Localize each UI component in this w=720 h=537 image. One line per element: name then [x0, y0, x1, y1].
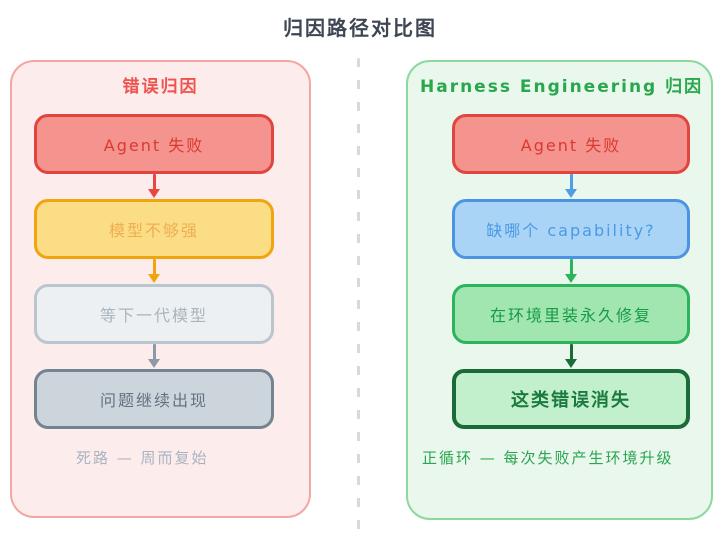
down-arrow-icon — [565, 344, 577, 369]
vertical-dashed-divider — [357, 58, 360, 536]
down-arrow-icon — [148, 344, 160, 369]
flow-box-label: 这类错误消失 — [511, 390, 631, 411]
flow-box-label: 在环境里装永久修复 — [489, 306, 652, 325]
panel-harness-attribution-footer: 正循环 — 每次失败产生环境升级 — [422, 449, 674, 467]
arrow-shaft — [152, 344, 156, 360]
panel-wrong-attribution-footer: 死路 — 周而复始 — [76, 449, 209, 467]
panel-wrong-attribution: 错误归因 Agent 失败 模型不够强 等下一代模型 问题继续出现 死路 — 周… — [10, 60, 311, 518]
flow-box-label: 等下一代模型 — [99, 306, 208, 325]
flow-box-which-capability-missing: 缺哪个 capability? — [452, 199, 690, 259]
flow-box-wait-next-gen-model: 等下一代模型 — [34, 284, 274, 344]
arrow-head — [565, 189, 577, 198]
arrow-head — [148, 274, 160, 283]
flow-box-label: Agent 失败 — [103, 136, 205, 155]
flow-box-agent-fail-right: Agent 失败 — [452, 114, 690, 174]
arrow-head — [565, 359, 577, 368]
flow-box-label: Agent 失败 — [520, 136, 622, 155]
arrow-shaft — [569, 344, 573, 360]
down-arrow-icon — [148, 174, 160, 199]
arrow-shaft — [569, 259, 573, 275]
down-arrow-icon — [148, 259, 160, 284]
arrow-shaft — [152, 259, 156, 275]
arrow-head — [565, 274, 577, 283]
arrow-head — [148, 189, 160, 198]
down-arrow-icon — [565, 174, 577, 199]
flow-box-label: 问题继续出现 — [99, 391, 208, 410]
flow-box-label: 缺哪个 capability? — [486, 221, 656, 240]
arrow-shaft — [569, 174, 573, 190]
panel-harness-attribution-header: Harness Engineering 归因 — [420, 77, 704, 97]
flow-box-label: 模型不够强 — [108, 221, 199, 240]
diagram-title: 归因路径对比图 — [283, 16, 437, 40]
arrow-head — [148, 359, 160, 368]
panel-wrong-attribution-header: 错误归因 — [122, 77, 199, 97]
down-arrow-icon — [565, 259, 577, 284]
arrow-shaft — [152, 174, 156, 190]
flow-box-error-class-vanishes: 这类错误消失 — [452, 369, 690, 429]
flow-box-problem-recurs: 问题继续出现 — [34, 369, 274, 429]
flow-box-install-permanent-fix: 在环境里装永久修复 — [452, 284, 690, 344]
panel-harness-engineering-attribution: Harness Engineering 归因 Agent 失败 缺哪个 capa… — [406, 60, 713, 520]
flow-box-model-not-strong: 模型不够强 — [34, 199, 274, 259]
flow-box-agent-fail-left: Agent 失败 — [34, 114, 274, 174]
